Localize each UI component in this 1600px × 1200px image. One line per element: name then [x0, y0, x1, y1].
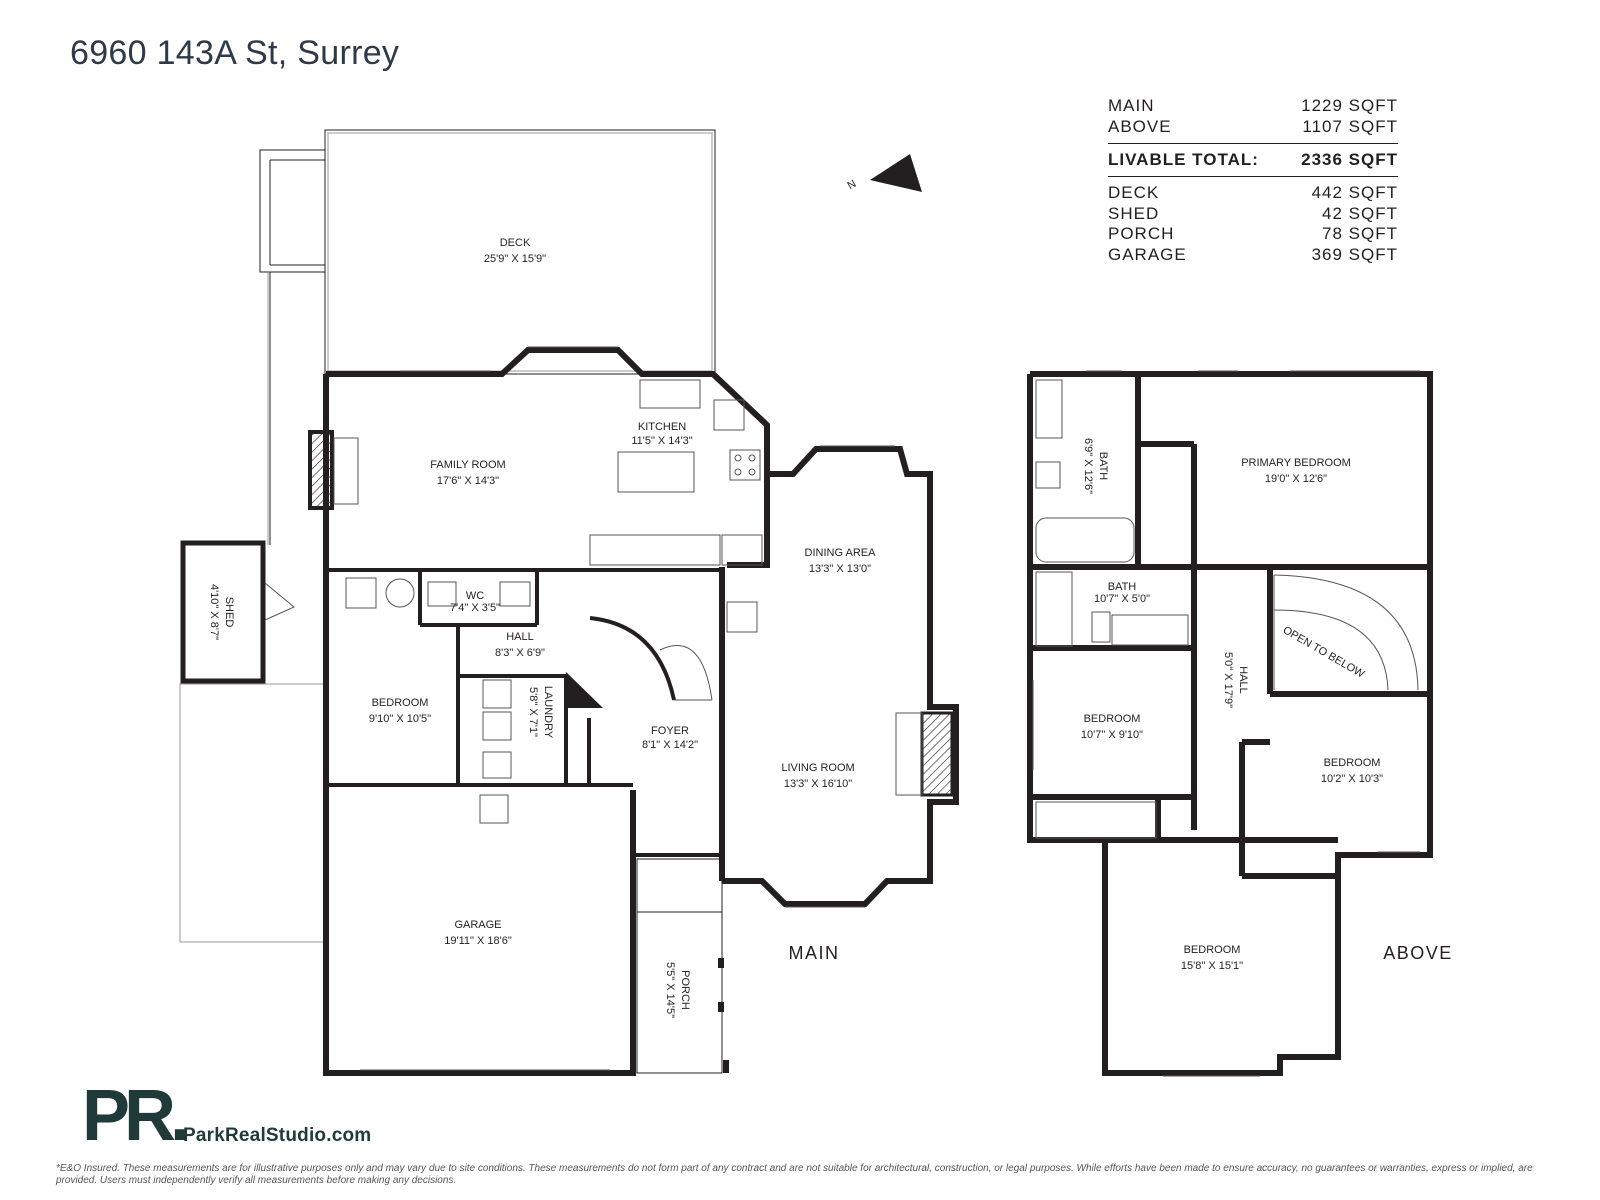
room-dim: 9'10" X 10'5"	[369, 713, 431, 725]
summary-value: 78 SQFT	[1322, 224, 1398, 243]
kitchen-fixtures	[345, 379, 763, 824]
room-name: BATH	[1097, 452, 1109, 481]
room-name: HALL	[1237, 666, 1249, 694]
summary-label: MAIN	[1108, 96, 1155, 115]
north-arrow-icon: N	[846, 154, 922, 192]
room-name: HALL	[506, 631, 534, 643]
windows-above	[1032, 370, 1420, 1077]
summary-row-deck: DECK 442 SQFT	[1108, 183, 1398, 204]
room-dim: 10'7" X 5'0"	[1094, 593, 1150, 605]
room-name: BEDROOM	[1324, 757, 1381, 769]
summary-label: SHED	[1108, 203, 1160, 223]
disclaimer-text: *E&O Insured. These measurements are for…	[56, 1163, 1533, 1186]
room-name: FAMILY ROOM	[430, 459, 505, 471]
room-name: BEDROOM	[372, 697, 429, 709]
room-dim: 10'7" X 9'10"	[1081, 729, 1143, 741]
room-name: PORCH	[679, 970, 691, 1010]
summary-total-value: 2336 SQFT	[1301, 150, 1398, 169]
room-dim: 5'0" X 17'9"	[1222, 652, 1234, 708]
room-dim: 19'0" X 12'6"	[1265, 473, 1327, 485]
summary-label: GARAGE	[1108, 244, 1187, 264]
room-dim: 8'1" X 14'2"	[642, 739, 698, 751]
door-swing-icon	[264, 582, 295, 621]
room-name: BATH	[1108, 581, 1137, 593]
summary-row-porch: PORCH 78 SQFT	[1108, 224, 1398, 245]
summary-value: 442 SQFT	[1311, 183, 1398, 202]
main-interior-walls	[324, 568, 722, 857]
room-name: BEDROOM	[1184, 944, 1241, 956]
shed-walls	[180, 540, 266, 684]
room-name: LIVING ROOM	[781, 762, 854, 774]
compass-letter: N	[846, 178, 859, 192]
room-name: DECK	[500, 237, 531, 249]
above-fixtures	[1035, 379, 1419, 839]
summary-row-shed: SHED 42 SQFT	[1108, 204, 1398, 225]
room-dim: 5'8" X 7'1"	[527, 687, 539, 737]
summary-row-garage: GARAGE 369 SQFT	[1108, 245, 1398, 266]
room-name: WC	[466, 590, 484, 602]
room-dim: 17'6" X 14'3"	[437, 475, 499, 487]
room-dim: 11'5" X 14'3"	[631, 435, 692, 447]
summary-row-main: MAIN 1229 SQFT	[1108, 96, 1398, 117]
room-dim: 7'4" X 3'5"	[450, 602, 500, 614]
room-name: FOYER	[651, 725, 689, 737]
room-name: PRIMARY BEDROOM	[1241, 457, 1351, 469]
room-dim: 19'11" X 18'6"	[444, 935, 512, 947]
room-dim: 10'2" X 10'3"	[1321, 773, 1383, 785]
summary-label: DECK	[1108, 183, 1160, 202]
open-to-below-label: OPEN TO BELOW	[1281, 624, 1367, 681]
porch-outline	[636, 858, 723, 1074]
summary-value: 1229 SQFT	[1301, 96, 1398, 115]
fireplace-living	[920, 711, 954, 797]
summary-total-label: LIVABLE TOTAL:	[1108, 150, 1259, 169]
area-summary-table: MAIN 1229 SQFT ABOVE 1107 SQFT LIVABLE T…	[1108, 96, 1398, 265]
main-floor-walls	[323, 347, 959, 1076]
room-dim: 15'8" X 15'1"	[1181, 960, 1243, 972]
room-name: SHED	[223, 597, 235, 628]
room-dim: 8'3" X 6'9"	[495, 647, 545, 659]
room-dim: 6'9" X 12'6"	[1082, 438, 1094, 494]
fireplace-family	[308, 430, 334, 510]
brand-url: ParkRealStudio.com	[183, 1125, 372, 1146]
room-name: KITCHEN	[638, 421, 686, 433]
summary-row-total: LIVABLE TOTAL: 2336 SQFT	[1108, 143, 1398, 177]
logo-mark: PR.	[82, 1078, 186, 1148]
room-name: DINING AREA	[805, 547, 877, 559]
room-name: GARAGE	[454, 919, 501, 931]
room-name: BEDROOM	[1084, 713, 1141, 725]
room-dim: 25'9" X 15'9"	[484, 253, 546, 265]
above-floor-walls	[1027, 371, 1433, 1076]
park-real-logo: PR.	[82, 1078, 192, 1148]
room-labels: DECK 25'9" X 15'9" FAMILY ROOM 17'6" X 1…	[208, 237, 1453, 1018]
room-dim: 13'3" X 13'0"	[809, 563, 871, 575]
summary-value: 42 SQFT	[1322, 203, 1398, 223]
floor-label-main: MAIN	[789, 943, 840, 963]
room-name: LAUNDRY	[542, 686, 554, 739]
summary-value: 369 SQFT	[1311, 244, 1398, 264]
floor-label-above: ABOVE	[1383, 943, 1453, 963]
main-stairs	[589, 616, 713, 701]
windows	[360, 346, 895, 1071]
room-dim: 4'10" X 8'7"	[208, 584, 220, 640]
summary-label: PORCH	[1108, 224, 1175, 243]
summary-row-above: ABOVE 1107 SQFT	[1108, 117, 1398, 138]
room-dim: 5'5" X 14'5"	[664, 962, 676, 1018]
summary-label: ABOVE	[1108, 116, 1172, 136]
summary-value: 1107 SQFT	[1302, 116, 1398, 136]
room-dim: 13'3" X 16'10"	[784, 778, 852, 790]
page-title: 6960 143A St, Surrey	[70, 34, 400, 72]
